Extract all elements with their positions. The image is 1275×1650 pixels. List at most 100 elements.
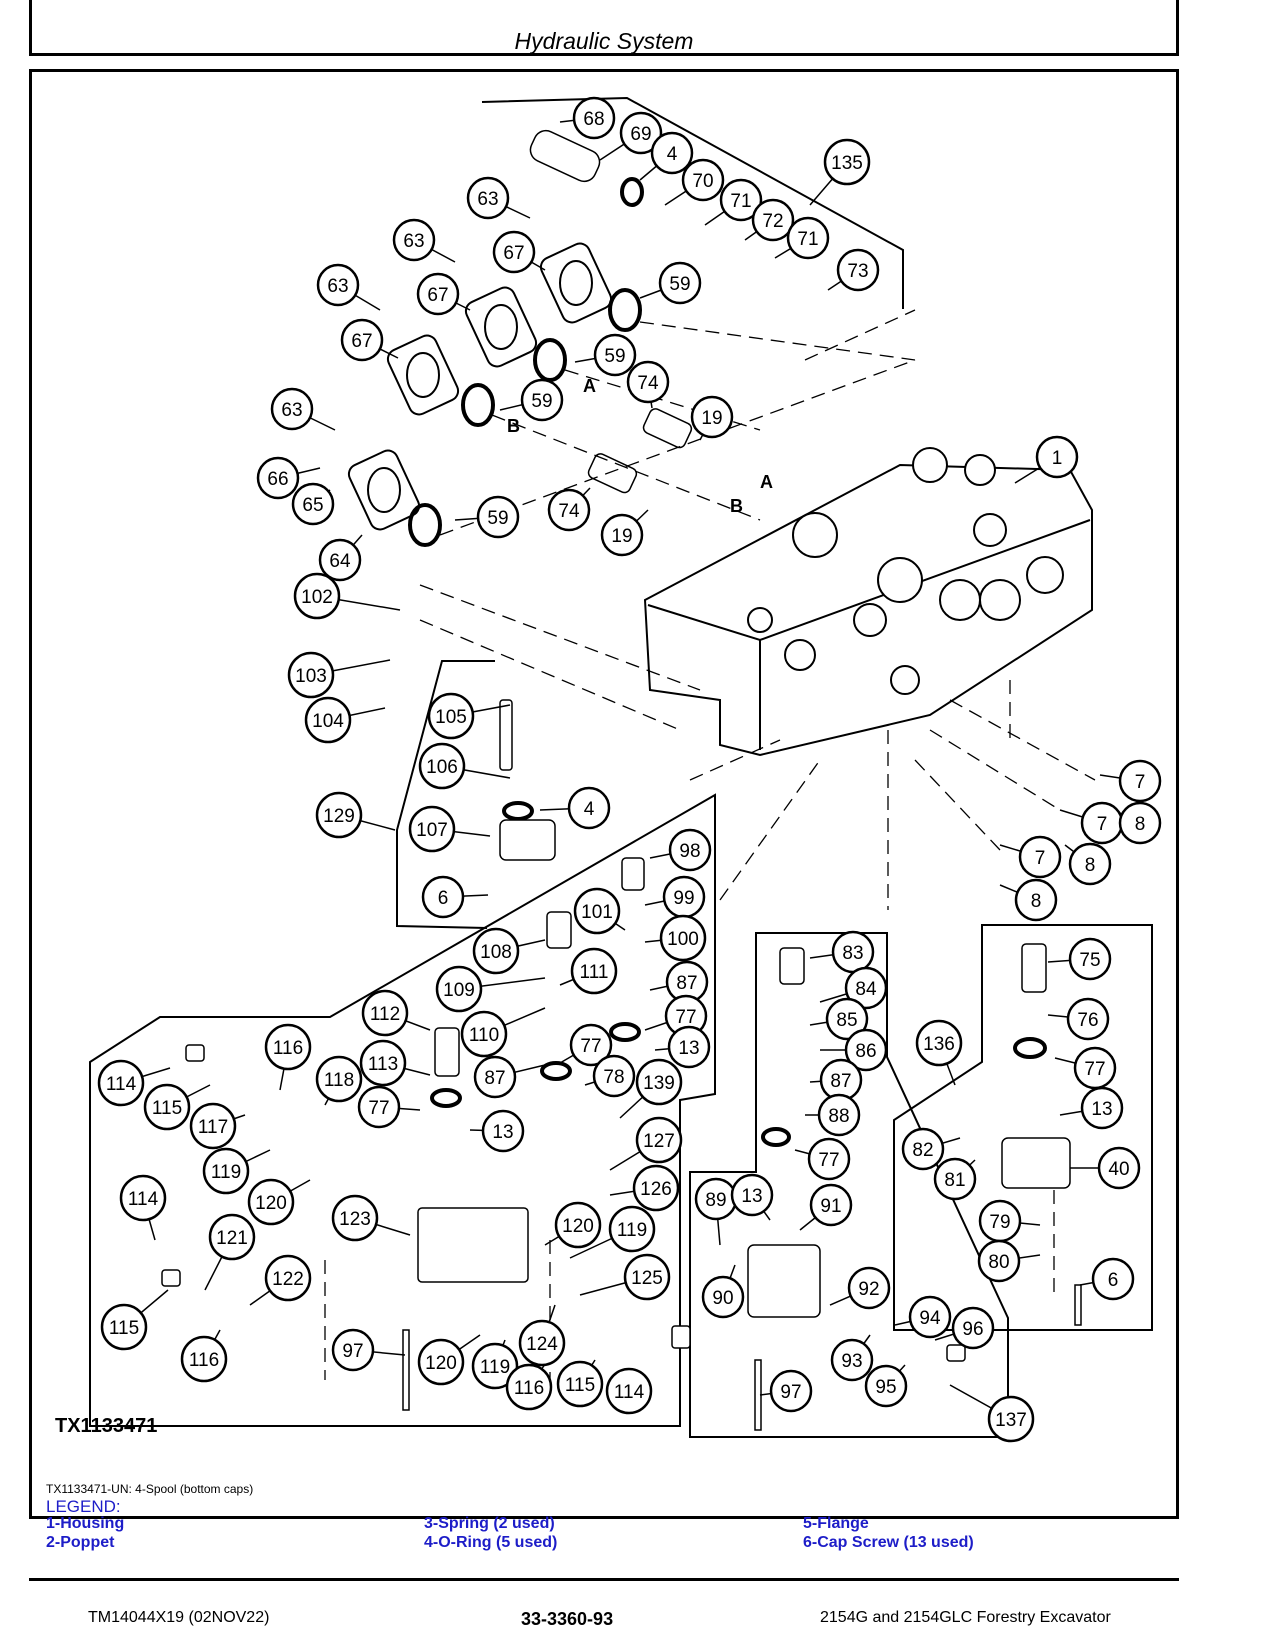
callout-balloon — [520, 378, 564, 422]
legend-item: 4-O-Ring (5 used) — [424, 1534, 558, 1551]
callout-number: 115 — [565, 1375, 595, 1396]
callout-balloon — [270, 387, 314, 431]
callout-balloon — [719, 178, 763, 222]
callout-number: 13 — [678, 1038, 699, 1059]
callout-number: 77 — [368, 1098, 389, 1119]
callout-balloon — [359, 1039, 407, 1087]
callout-number: 119 — [480, 1357, 510, 1378]
callout-number: 114 — [106, 1074, 137, 1095]
group-138-outline — [89, 793, 716, 1427]
callout-balloon — [605, 1367, 653, 1415]
callout-balloon — [357, 1085, 401, 1129]
path-mark-b: B — [507, 416, 520, 436]
callout-number: 69 — [630, 124, 651, 145]
callout-number: 6 — [438, 888, 449, 909]
callout-balloon — [331, 1328, 375, 1372]
callout-number: 126 — [640, 1179, 672, 1200]
callout-number: 4 — [584, 799, 595, 820]
callout-balloon — [751, 198, 795, 242]
callout-balloon — [1118, 759, 1162, 803]
footer-product: 2154G and 2154GLC Forestry Excavator — [820, 1609, 1111, 1626]
callout-number: 116 — [189, 1350, 219, 1371]
callout-balloon — [730, 1173, 774, 1217]
group-129-outline — [396, 660, 495, 929]
callout-number: 77 — [580, 1036, 601, 1057]
callout-balloon — [570, 947, 618, 995]
callout-number: 107 — [416, 820, 448, 841]
callout-number: 7 — [1097, 814, 1108, 835]
callout-number: 70 — [692, 171, 713, 192]
callout-balloon — [554, 1201, 602, 1249]
callout-number: 112 — [370, 1004, 400, 1025]
callout-number: 95 — [875, 1377, 896, 1398]
callout-balloon — [619, 111, 663, 155]
flanges — [347, 242, 613, 531]
path-mark-b: B — [730, 496, 743, 516]
callout-balloon — [97, 1059, 145, 1107]
callout-balloon — [901, 1127, 945, 1171]
callout-balloon — [315, 1055, 363, 1103]
callout-balloon — [1080, 1086, 1124, 1130]
callout-balloon — [825, 997, 869, 1041]
callout-number: 125 — [631, 1268, 663, 1289]
callout-balloon — [809, 1183, 853, 1227]
callout-number: 77 — [818, 1150, 839, 1171]
callout-balloon — [593, 333, 637, 377]
callout-balloon — [572, 96, 616, 140]
callout-balloon — [466, 176, 510, 220]
callout-number: 71 — [730, 191, 751, 212]
callout-number: 103 — [295, 666, 327, 687]
callout-number: 87 — [830, 1071, 851, 1092]
callout-number: 86 — [855, 1041, 876, 1062]
callout-number: 40 — [1108, 1159, 1129, 1180]
callout-number: 118 — [324, 1070, 354, 1091]
callout-balloon — [623, 1253, 671, 1301]
callout-balloon — [650, 131, 694, 175]
callout-balloon — [830, 1338, 874, 1382]
callout-balloon — [361, 989, 409, 1037]
callout-balloon — [1068, 842, 1112, 886]
figure-caption: TX1133471-UN: 4-Spool (bottom caps) — [46, 1482, 254, 1496]
footer-rule — [29, 1578, 1179, 1581]
callout-balloon — [592, 1054, 636, 1098]
callout-balloon — [659, 914, 707, 962]
callout-balloon — [202, 1147, 250, 1195]
callout-number: 74 — [637, 373, 659, 394]
callout-number: 19 — [611, 526, 632, 547]
callout-number: 105 — [435, 707, 467, 728]
callout-number: 119 — [211, 1162, 241, 1183]
callout-balloon — [408, 805, 456, 853]
callout-number: 7 — [1035, 848, 1046, 869]
callout-balloon — [556, 1360, 604, 1408]
callout-number: 89 — [705, 1190, 726, 1211]
callout-number: 66 — [267, 469, 288, 490]
callout-balloon — [573, 887, 621, 935]
callout-number: 98 — [679, 841, 700, 862]
callout-number: 136 — [923, 1034, 955, 1055]
callout-number: 4 — [667, 144, 678, 165]
callout-balloon — [492, 230, 536, 274]
callout-number: 101 — [581, 902, 613, 923]
callout-balloon — [844, 966, 888, 1010]
callout-balloon — [1091, 1257, 1135, 1301]
legend-item: 6-Cap Screw (13 used) — [803, 1534, 974, 1551]
callout-number: 68 — [583, 109, 604, 130]
legend-heading: LEGEND: — [46, 1497, 121, 1516]
callout-balloon — [667, 1025, 711, 1069]
callout-balloon — [247, 1178, 295, 1226]
housing-body — [643, 447, 1093, 757]
callout-number: 13 — [492, 1122, 513, 1143]
path-mark-a: A — [583, 376, 596, 396]
path-mark-a: A — [760, 472, 773, 492]
callout-number: 88 — [828, 1106, 849, 1127]
callout-number: 109 — [443, 980, 475, 1001]
callout-balloon — [786, 216, 830, 260]
callout-number: 93 — [841, 1351, 862, 1372]
assembly-lines — [324, 309, 1096, 1390]
callout-balloon — [293, 572, 341, 620]
callout-number: 122 — [272, 1269, 304, 1290]
callout-number: 71 — [797, 229, 818, 250]
callout-balloon — [1018, 835, 1062, 879]
callout-number: 63 — [327, 276, 348, 297]
